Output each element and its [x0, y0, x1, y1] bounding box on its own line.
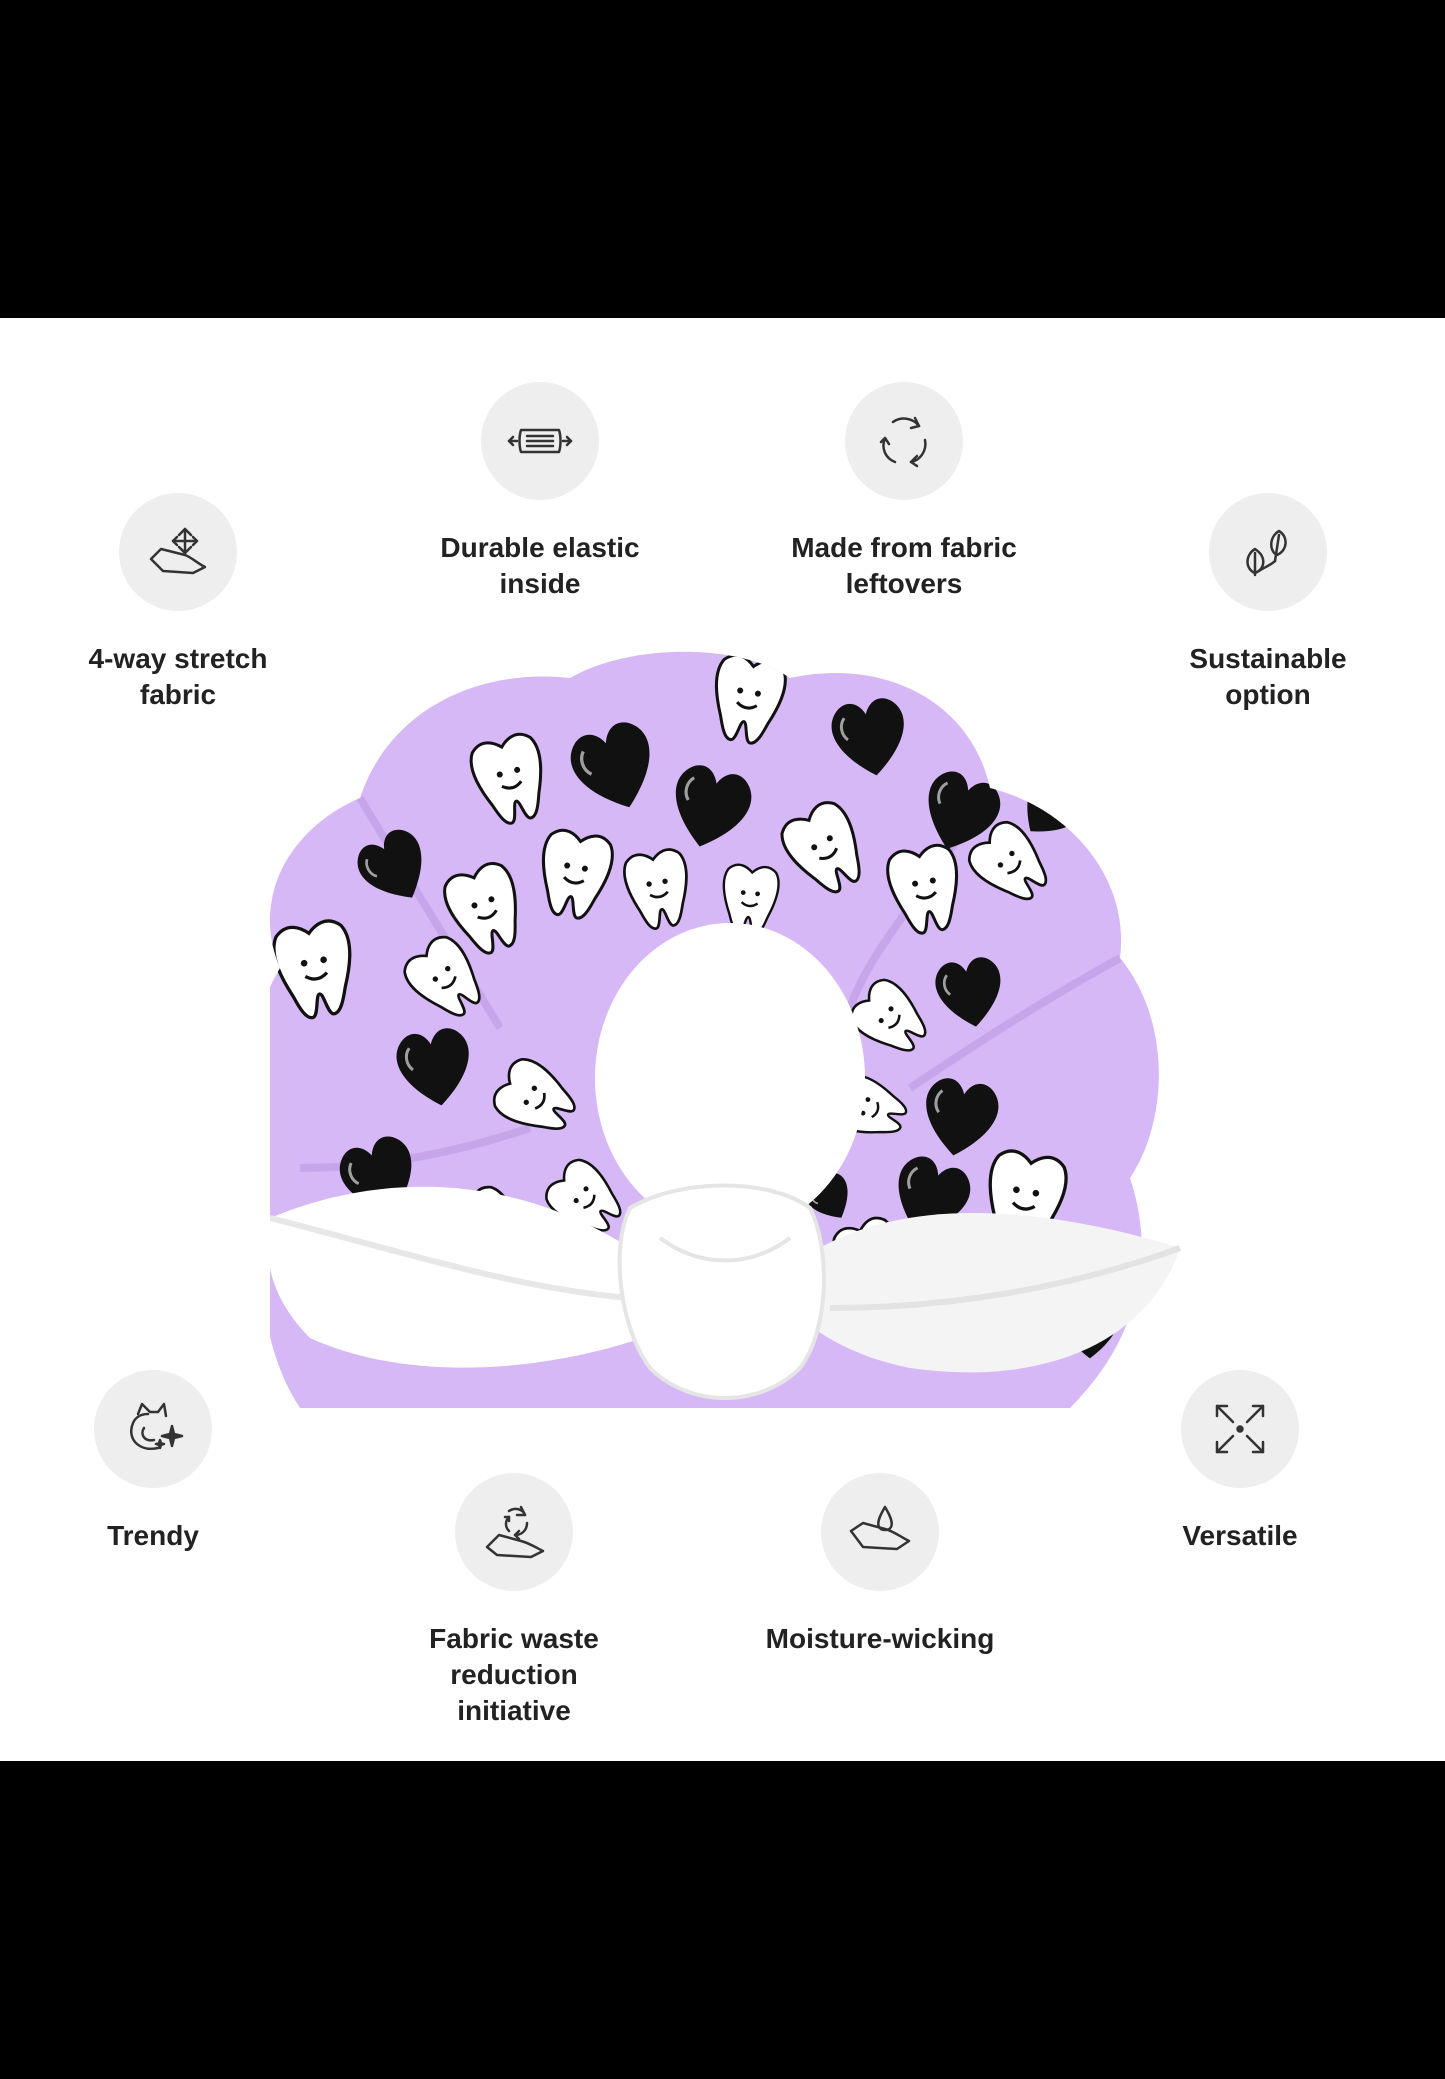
feature-trendy: Trendy: [3, 1370, 303, 1554]
feature-label: Durable elastic inside: [440, 532, 640, 599]
feature-leftovers: Made from fabric leftovers: [754, 382, 1054, 602]
water-drop-icon: [821, 1473, 939, 1591]
elastic-band-icon: [481, 382, 599, 500]
feature-label: 4-way stretch fabric: [88, 643, 268, 710]
stretch-arrows-icon: [119, 493, 237, 611]
feature-label: Fabric waste reduction initiative: [429, 1623, 599, 1726]
feature-stretch: 4-way stretch fabric: [28, 493, 328, 713]
feature-label: Trendy: [107, 1520, 199, 1551]
feature-label: Moisture-wicking: [765, 1623, 995, 1654]
feature-versatile: Versatile: [1090, 1370, 1390, 1554]
product-feature-panel: 4-way stretch fabric Durable elastic ins…: [0, 318, 1445, 1761]
cat-sparkle-icon: [94, 1370, 212, 1488]
feature-sustainable: Sustainable option: [1118, 493, 1418, 713]
feature-label: Sustainable option: [1189, 643, 1347, 710]
scrunchie-image: [270, 651, 1182, 1408]
feature-waste-reduction: Fabric waste reduction initiative: [364, 1473, 664, 1729]
feature-elastic: Durable elastic inside: [390, 382, 690, 602]
feature-label: Made from fabric leftovers: [791, 532, 1017, 599]
feature-moisture-wicking: Moisture-wicking: [730, 1473, 1030, 1657]
fabric-recycle-icon: [455, 1473, 573, 1591]
leaves-icon: [1209, 493, 1327, 611]
feature-label: Versatile: [1182, 1520, 1298, 1551]
recycle-arrows-icon: [845, 382, 963, 500]
expand-arrows-icon: [1181, 1370, 1299, 1488]
